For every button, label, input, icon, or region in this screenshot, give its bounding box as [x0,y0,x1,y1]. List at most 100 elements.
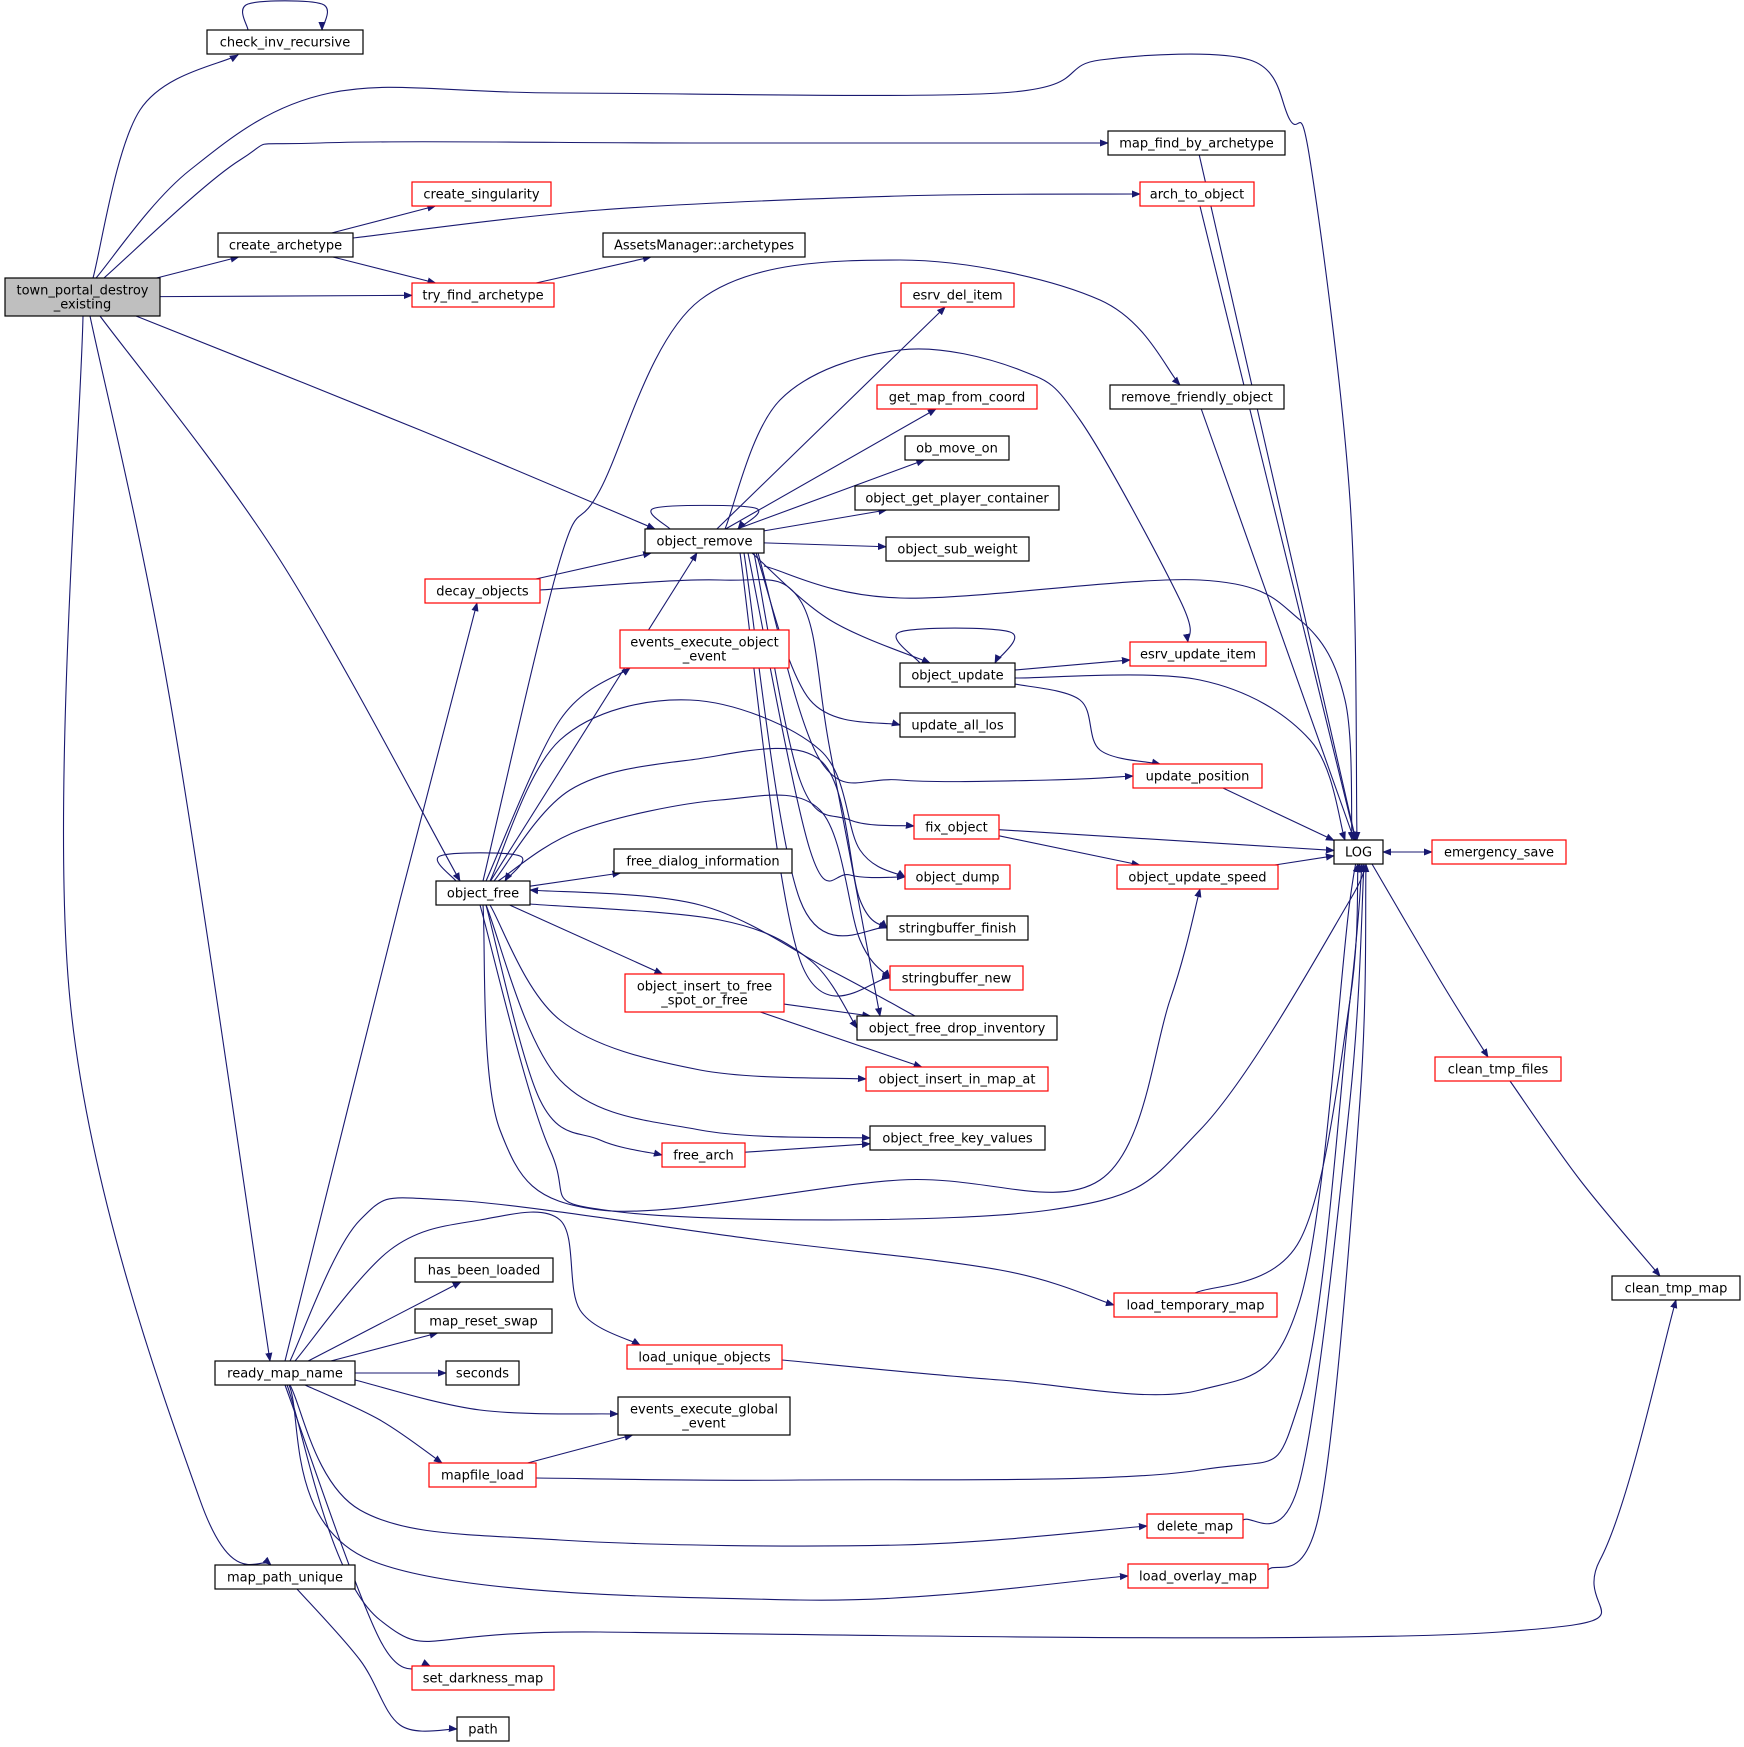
call-edge-ready_map_name-to-delete_map [289,1384,1148,1547]
function-node-set_darkness_map[interactable]: set_darkness_map [411,1665,555,1691]
function-node-load_unique_objects[interactable]: load_unique_objects [626,1344,783,1370]
function-node-object_insert_to_free_spot_or_free[interactable]: object_insert_to_free_spot_or_free [624,973,785,1013]
function-node-LOG[interactable]: LOG [1333,839,1384,865]
function-node-fix_object[interactable]: fix_object [913,814,1000,840]
function-node-object_insert_in_map_at[interactable]: object_insert_in_map_at [865,1066,1049,1092]
call-edge-delete_map-to-LOG [1242,863,1368,1525]
function-node-path[interactable]: path [456,1716,510,1742]
function-node-object_get_player_container[interactable]: object_get_player_container [854,485,1060,511]
function-node-object_free_key_values[interactable]: object_free_key_values [869,1125,1046,1151]
function-node-remove_friendly_object[interactable]: remove_friendly_object [1109,384,1285,410]
function-node-object_remove[interactable]: object_remove [644,528,765,554]
function-node-town_portal[interactable]: town_portal_destroy_existing [4,277,161,317]
node-box [206,29,364,55]
node-label: map_reset_swap [429,1315,537,1330]
function-node-create_singularity[interactable]: create_singularity [411,181,552,207]
call-edge-town_portal-to-try_find_archetype [159,291,413,299]
call-edge-object_free-to-LOG [479,863,1365,1221]
function-node-assets_archetypes[interactable]: AssetsManager::archetypes [602,232,806,258]
node-label: _existing [53,298,112,313]
function-node-create_archetype[interactable]: create_archetype [217,232,354,258]
node-box [869,1125,1046,1151]
node-box [885,536,1030,562]
node-label: map_path_unique [227,1571,343,1586]
call-edge-map_path_unique-to-path [296,1588,458,1733]
function-node-clean_tmp_files[interactable]: clean_tmp_files [1434,1056,1562,1082]
call-edge-object_remove-to-get_map_from_coord [725,408,937,530]
node-label: _event [682,650,727,665]
node-label: load_overlay_map [1139,1570,1257,1585]
function-node-mapfile_load[interactable]: mapfile_load [428,1462,537,1488]
function-node-object_dump[interactable]: object_dump [904,864,1011,890]
function-node-free_arch[interactable]: free_arch [661,1142,746,1168]
node-box [435,880,531,906]
call-edge-object_update-to-esrv_update_item [1014,657,1131,671]
function-node-esrv_update_item[interactable]: esrv_update_item [1129,641,1267,667]
function-node-map_reset_swap[interactable]: map_reset_swap [414,1308,553,1334]
call-edge-object_remove-to-stringbuffer_new [739,552,891,997]
call-edge-town_portal-to-check_inv_recursive [92,54,239,279]
function-node-stringbuffer_new[interactable]: stringbuffer_new [889,965,1024,991]
node-label: AssetsManager::archetypes [614,239,794,254]
function-node-object_update[interactable]: object_update [899,662,1016,688]
function-node-check_inv_recursive[interactable]: check_inv_recursive [206,29,364,55]
call-edge-object_remove-to-esrv_del_item [716,306,946,530]
node-label: object_free_drop_inventory [869,1022,1046,1037]
function-node-decay_objects[interactable]: decay_objects [424,578,541,604]
call-edge-object_free-to-object_update_speed [482,888,1202,1212]
function-node-get_map_from_coord[interactable]: get_map_from_coord [876,384,1038,410]
function-node-object_free[interactable]: object_free [435,880,531,906]
function-node-events_execute_global_event[interactable]: events_execute_global_event [617,1396,791,1436]
function-node-object_free_drop_inventory[interactable]: object_free_drop_inventory [856,1015,1058,1041]
node-box [854,485,1060,511]
node-label: object_free [447,887,519,902]
function-node-ob_move_on[interactable]: ob_move_on [904,435,1010,461]
node-label: ready_map_name [227,1367,343,1382]
node-box [661,1142,746,1168]
function-node-ready_map_name[interactable]: ready_map_name [214,1360,356,1386]
call-edge-object_remove-to-stringbuffer_finish [743,552,888,937]
function-node-events_execute_object_event[interactable]: events_execute_object_event [619,629,790,669]
function-node-object_sub_weight[interactable]: object_sub_weight [885,536,1030,562]
call-edge-ready_map_name-to-load_temporary_map [289,1197,1115,1362]
function-node-seconds[interactable]: seconds [445,1360,520,1386]
function-node-map_path_unique[interactable]: map_path_unique [214,1564,356,1590]
function-node-free_dialog_information[interactable]: free_dialog_information [613,848,793,874]
function-node-clean_tmp_map[interactable]: clean_tmp_map [1611,1275,1741,1301]
node-box [214,1360,356,1386]
function-node-object_update_speed[interactable]: object_update_speed [1116,864,1279,890]
function-node-has_been_loaded[interactable]: has_been_loaded [414,1257,554,1283]
node-label: object_dump [916,871,1000,886]
node-box [904,435,1010,461]
node-label: clean_tmp_map [1625,1282,1728,1297]
call-edge-town_portal-to-ready_map_name [89,315,273,1362]
function-node-update_all_los[interactable]: update_all_los [899,712,1016,738]
call-edge-town_portal-to-object_free [99,315,461,882]
function-node-map_find_by_archetype[interactable]: map_find_by_archetype [1107,130,1286,156]
edge-layer [62,0,1678,1733]
node-box [619,629,790,669]
function-node-delete_map[interactable]: delete_map [1146,1513,1244,1539]
call-edge-create_archetype-to-try_find_archetype [332,256,437,285]
node-label: update_all_los [911,719,1004,734]
function-node-esrv_del_item[interactable]: esrv_del_item [900,282,1015,308]
node-box [1127,1563,1269,1589]
call-edge-object_remove-to-LOG [763,565,1356,841]
node-box [1434,1056,1562,1082]
function-node-stringbuffer_finish[interactable]: stringbuffer_finish [886,915,1029,941]
node-label: arch_to_object [1150,188,1245,203]
function-node-load_overlay_map[interactable]: load_overlay_map [1127,1563,1269,1589]
function-node-update_position[interactable]: update_position [1132,763,1263,789]
function-node-arch_to_object[interactable]: arch_to_object [1139,181,1255,207]
node-label: delete_map [1157,1520,1233,1535]
function-node-emergency_save[interactable]: emergency_save [1431,839,1567,865]
function-node-load_temporary_map[interactable]: load_temporary_map [1113,1292,1278,1318]
node-label: mapfile_load [441,1469,524,1484]
node-box [865,1066,1049,1092]
node-label: remove_friendly_object [1121,391,1273,406]
node-box [1107,130,1286,156]
call-edge-mapfile_load-to-LOG [535,863,1365,1481]
node-label: object_free_key_values [882,1132,1032,1147]
node-box [876,384,1038,410]
function-node-try_find_archetype[interactable]: try_find_archetype [411,282,555,308]
